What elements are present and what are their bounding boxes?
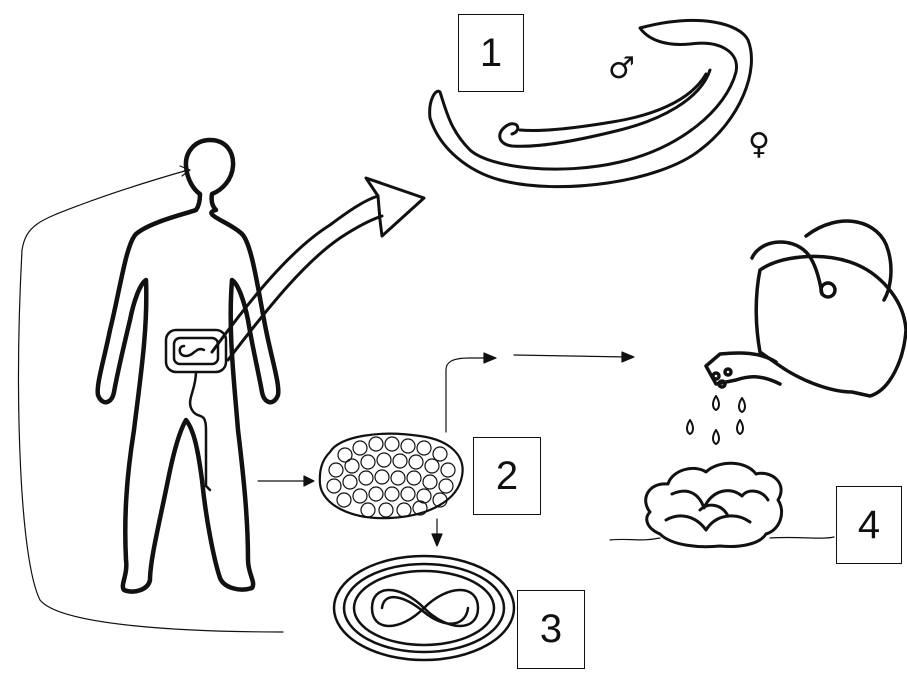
intestine-icon xyxy=(166,330,226,490)
female-symbol-icon: ♀ xyxy=(748,130,770,160)
embryonated-egg-icon xyxy=(334,556,514,660)
egg-cluster-icon xyxy=(320,434,463,518)
water-drops-icon xyxy=(687,396,745,444)
to-vegetables-arrow xyxy=(446,352,634,432)
to-eggs-arrow xyxy=(258,476,314,486)
lettuce-icon xyxy=(646,463,782,546)
to-embryonated-egg-arrow xyxy=(432,519,442,546)
stage-1-label: 1 xyxy=(458,14,524,92)
ground-line xyxy=(610,537,834,540)
stage-4-label: 4 xyxy=(836,486,902,564)
human-figure-icon xyxy=(98,140,279,592)
stage-2-label: 2 xyxy=(473,437,541,515)
to-adult-worms-arrow xyxy=(212,178,424,360)
stage-3-label: 3 xyxy=(517,590,585,669)
watering-can-icon xyxy=(706,221,906,396)
male-symbol-icon: ♂ xyxy=(608,54,635,84)
